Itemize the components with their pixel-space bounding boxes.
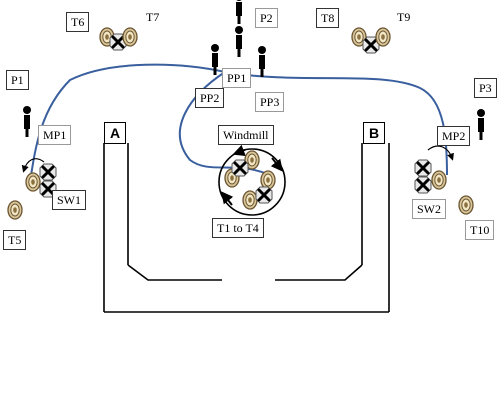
label-p1: P1 [6,70,29,90]
target-icon [25,172,41,192]
label-t1-to-t4: T1 to T4 [212,218,264,238]
person-icon [23,106,31,137]
label-windmill: Windmill [218,125,274,145]
no-shoot-icon [254,185,274,205]
target-icon [260,170,276,190]
target-icon [375,27,391,47]
bay-a-label: A [104,122,126,144]
person-icon [258,46,266,77]
bay-b-label: B [363,122,385,144]
person-icon [477,109,485,140]
label-t8: T8 [316,8,340,28]
label-t9: T9 [393,8,415,26]
label-t10: T10 [465,220,495,240]
label-t5: T5 [3,230,27,250]
label-sw2: SW2 [412,199,446,219]
label-t7: T7 [142,8,164,26]
label-sw1: SW1 [52,190,86,210]
bay-a-walls [103,143,389,313]
bay-b-walls [275,143,390,312]
target-icon [458,195,474,215]
windmill [218,144,286,216]
label-pp1: PP1 [222,68,252,88]
target-icon [431,170,447,190]
label-t6: T6 [66,12,90,32]
label-p3: P3 [474,78,497,98]
person-icon [235,0,243,24]
no-shoot-icon [413,175,433,195]
person-icon [235,26,243,57]
label-mp2: MP2 [437,126,471,146]
target-icon [122,27,138,47]
label-pp2: PP2 [195,88,225,108]
no-shoot-icon [413,158,433,178]
no-shoot-icon [230,158,250,178]
no-shoot-icon [38,162,58,182]
label-pp3: PP3 [255,92,285,112]
target-icon [242,190,258,210]
target-icon [7,200,23,220]
label-p2: P2 [255,8,278,28]
label-mp1: MP1 [38,125,72,145]
